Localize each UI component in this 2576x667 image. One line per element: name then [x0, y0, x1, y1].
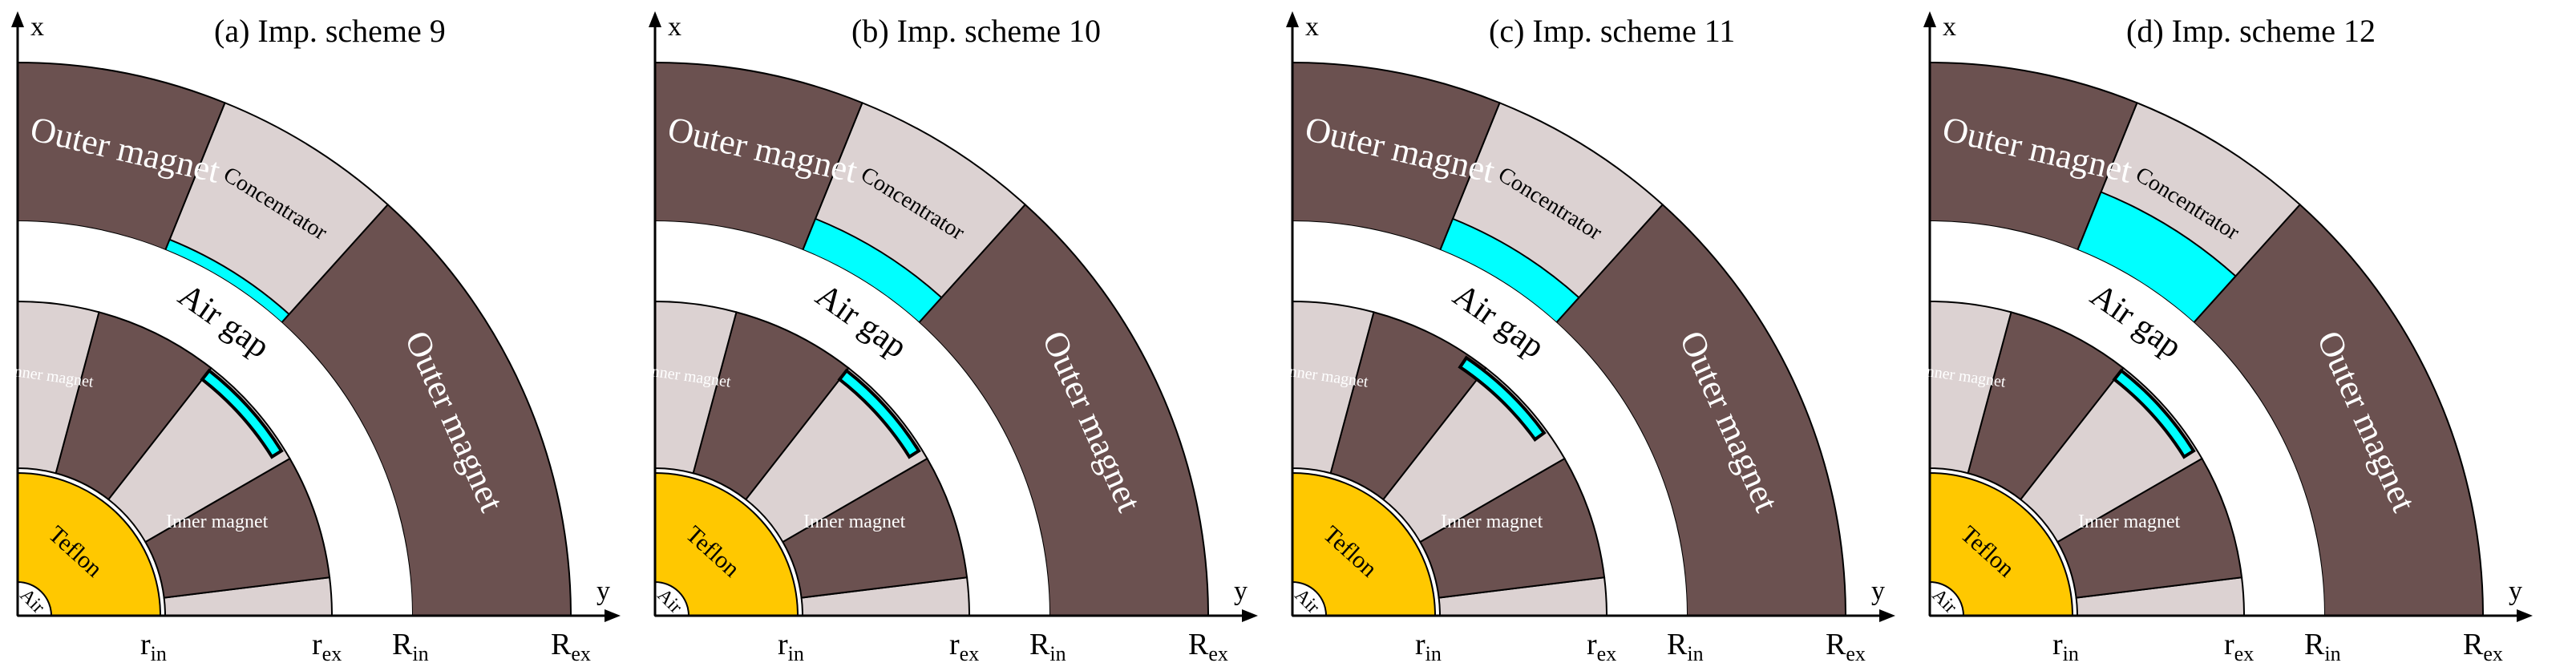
air-gap: [1292, 221, 1687, 616]
x-axis-arrow-icon: [649, 11, 661, 27]
x-axis-arrow-icon: [11, 11, 24, 27]
panel-title: (d) Imp. scheme 12: [2126, 13, 2376, 49]
radius-tick-label: rin: [2052, 628, 2079, 665]
radius-tick-label: Rin: [392, 628, 429, 665]
radius-tick-label: Rex: [551, 628, 591, 665]
x-axis-arrow-icon: [1286, 11, 1299, 27]
air-core: [1929, 580, 1965, 616]
radius-tick-label: Rex: [1826, 628, 1866, 665]
radius-tick-label: rex: [949, 628, 979, 665]
air-gap: [655, 221, 1049, 616]
radius-tick-label: rex: [312, 628, 342, 665]
y-axis-arrow-icon: [1879, 609, 1895, 622]
x-axis-label: x: [1305, 12, 1319, 42]
inner-magnet-label: Inner magnet: [166, 511, 269, 532]
teflon-core: [1929, 471, 2074, 616]
radius-tick-label: rin: [1415, 628, 1442, 665]
teflon-core: [1292, 471, 1437, 616]
y-axis-label: y: [1871, 576, 1885, 606]
y-axis-arrow-icon: [605, 609, 621, 622]
inner-insert: [2112, 368, 2196, 459]
panel-title: (c) Imp. scheme 11: [1489, 13, 1735, 49]
radius-tick-label: rex: [2224, 628, 2254, 665]
y-axis-label: y: [1234, 576, 1248, 606]
radius-tick-label: Rin: [1667, 628, 1704, 665]
x-axis-label: x: [668, 12, 681, 42]
teflon-core: [654, 471, 799, 616]
inner-magnet-label: Inner magnet: [803, 511, 906, 532]
y-axis-arrow-icon: [2517, 609, 2533, 622]
inner-insert: [1458, 355, 1547, 442]
inner-insert: [200, 368, 284, 459]
inner-magnet-label: Inner magnet: [2078, 511, 2181, 532]
radius-tick-label: Rin: [1029, 628, 1066, 665]
y-axis-label: y: [596, 576, 610, 606]
panel-title: (b) Imp. scheme 10: [851, 13, 1101, 49]
x-axis-label: x: [1943, 12, 1956, 42]
air-gap: [1930, 221, 2324, 616]
y-axis-label: y: [2509, 576, 2522, 606]
teflon-core: [17, 471, 162, 616]
air-core: [17, 580, 53, 616]
radius-tick-label: Rin: [2304, 628, 2341, 665]
radius-tick-label: Rex: [2463, 628, 2503, 665]
inner-magnet-label: Inner magnet: [1441, 511, 1543, 532]
y-axis-arrow-icon: [1242, 609, 1258, 622]
air-core: [654, 580, 690, 616]
radius-tick-label: Rex: [1188, 628, 1228, 665]
air-gap: [18, 221, 412, 616]
inner-insert: [837, 368, 921, 459]
panel-title: (a) Imp. scheme 9: [214, 13, 446, 49]
x-axis-arrow-icon: [1923, 11, 1936, 27]
air-core: [1292, 580, 1328, 616]
radius-tick-label: rex: [1587, 628, 1616, 665]
radius-tick-label: rin: [140, 628, 167, 665]
x-axis-label: x: [30, 12, 44, 42]
radius-tick-label: rin: [778, 628, 804, 665]
